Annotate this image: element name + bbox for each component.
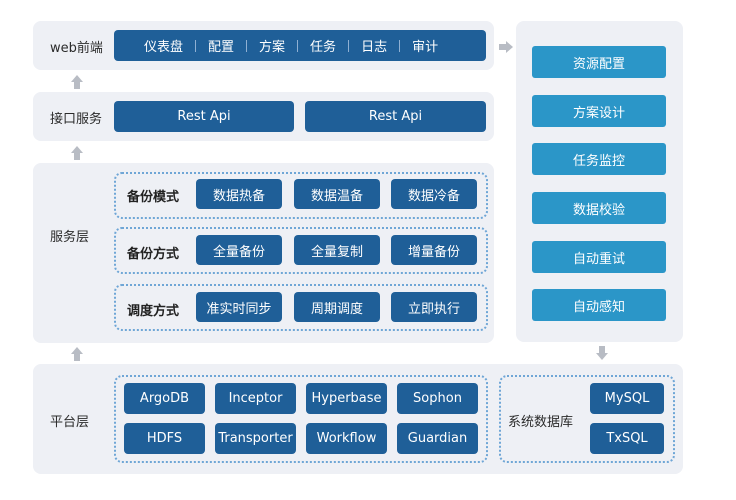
api-service-label: 接口服务 xyxy=(50,112,103,127)
nav-task[interactable]: 任务 xyxy=(310,40,337,55)
argodb-box: ArgoDB xyxy=(124,383,205,414)
platform-layer-label: 平台层 xyxy=(50,415,90,430)
nav-log[interactable]: 日志 xyxy=(361,40,388,55)
periodic-schedule-box: 周期调度 xyxy=(294,292,380,322)
auto-retry-box: 自动重试 xyxy=(532,241,666,273)
nav-dashboard[interactable]: 仪表盘 xyxy=(144,40,184,55)
platform-components-group xyxy=(114,375,488,463)
backup-method-title: 备份方式 xyxy=(127,247,180,262)
cold-backup-box: 数据冷备 xyxy=(391,179,477,209)
data-verify-box: 数据校验 xyxy=(532,192,666,224)
system-db-group xyxy=(499,375,675,463)
workflow-box: Workflow xyxy=(306,423,387,454)
resource-config-box: 资源配置 xyxy=(532,46,666,78)
mysql-box: MySQL xyxy=(590,383,664,414)
nav-config[interactable]: 配置 xyxy=(208,40,235,55)
schedule-method-title: 调度方式 xyxy=(127,304,180,319)
txsql-box: TxSQL xyxy=(590,423,664,454)
hyperbase-box: Hyperbase xyxy=(306,383,387,414)
realtime-sync-box: 准实时同步 xyxy=(196,292,282,322)
arrow-up-icon xyxy=(71,146,83,160)
plan-design-box: 方案设计 xyxy=(532,95,666,127)
full-copy-box: 全量复制 xyxy=(294,235,380,265)
nav-plan[interactable]: 方案 xyxy=(259,40,286,55)
transporter-box: Transporter xyxy=(215,423,296,454)
platform-layer xyxy=(33,364,683,474)
schedule-method-group xyxy=(114,284,488,331)
arrow-up-icon xyxy=(71,75,83,89)
backup-method-group xyxy=(114,227,488,274)
nav-audit[interactable]: 审计 xyxy=(412,40,439,55)
backup-mode-title: 备份模式 xyxy=(127,190,180,205)
arrow-right-icon xyxy=(499,41,513,53)
auto-sense-box: 自动感知 xyxy=(532,289,666,321)
service-layer-label: 服务层 xyxy=(50,230,90,245)
incremental-backup-box: 增量备份 xyxy=(391,235,477,265)
execute-now-box: 立即执行 xyxy=(391,292,477,322)
hot-backup-box: 数据热备 xyxy=(196,179,282,209)
nav-separator xyxy=(246,39,248,52)
arrow-up-icon xyxy=(71,347,83,361)
task-monitor-box: 任务监控 xyxy=(532,143,666,175)
nav-separator xyxy=(348,39,350,52)
sophon-box: Sophon xyxy=(397,383,478,414)
rest-api-box-1: Rest Api xyxy=(114,101,294,132)
arrow-down-icon xyxy=(596,346,608,360)
backup-mode-group xyxy=(114,172,488,219)
full-backup-box: 全量备份 xyxy=(196,235,282,265)
guardian-box: Guardian xyxy=(397,423,478,454)
rest-api-box-2: Rest Api xyxy=(305,101,486,132)
web-nav-bar: 仪表盘 配置 方案 任务 日志 审计 xyxy=(114,30,486,61)
warm-backup-box: 数据温备 xyxy=(294,179,380,209)
nav-separator xyxy=(399,39,401,52)
nav-separator xyxy=(195,39,197,52)
web-frontend-label: web前端 xyxy=(50,41,103,56)
nav-separator xyxy=(297,39,299,52)
system-db-label: 系统数据库 xyxy=(508,415,574,430)
hdfs-box: HDFS xyxy=(124,423,205,454)
inceptor-box: Inceptor xyxy=(215,383,296,414)
